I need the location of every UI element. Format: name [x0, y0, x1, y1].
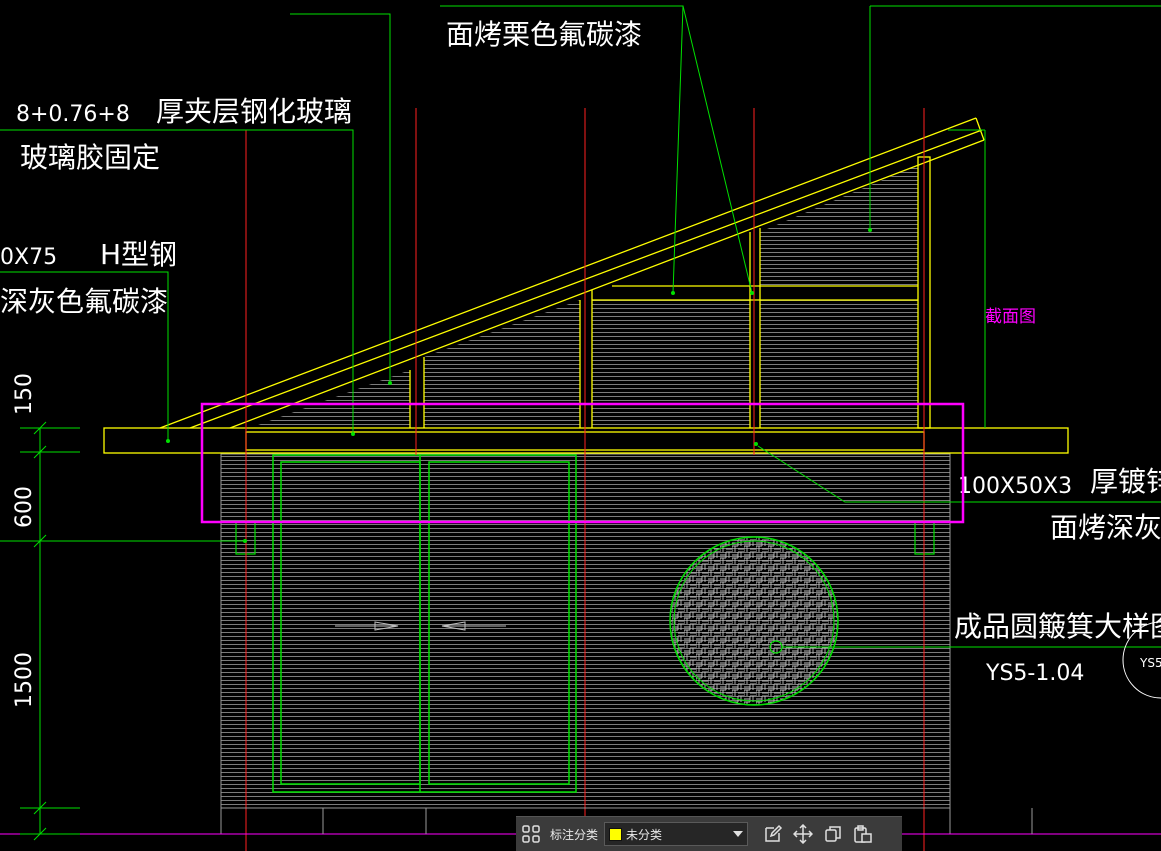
roof-structure	[103, 117, 1069, 454]
move-icon	[793, 824, 814, 844]
paste-button[interactable]	[848, 819, 878, 849]
annotation-text: 面烤栗色氟碳漆 8+0.76+8 厚夹层钢化玻璃 玻璃胶固定 0X75 H型钢 …	[0, 18, 1161, 686]
label-pipe-size: 100X50X3	[958, 474, 1072, 499]
label-glass-fix: 玻璃胶固定	[20, 141, 160, 174]
label-steel-finish: 深灰色氟碳漆	[0, 285, 168, 318]
round-vent	[669, 536, 1161, 706]
label-section: 截面图	[985, 307, 1036, 327]
selection-rectangle[interactable]	[200, 402, 965, 524]
edit-icon	[765, 824, 783, 842]
annotation-toolbar: 标注分类 未分类	[516, 816, 902, 851]
sliding-door	[272, 454, 577, 793]
leader-lines	[0, 5, 1161, 542]
move-button[interactable]	[788, 819, 818, 849]
paste-icon	[854, 825, 872, 843]
copy-button[interactable]	[818, 819, 848, 849]
category-label: 标注分类	[550, 827, 599, 842]
dim-1500: 1500	[12, 652, 37, 708]
label-circle-ref: YS5-1.04	[985, 661, 1084, 686]
dim-150: 150	[12, 373, 37, 415]
chevron-down-icon	[733, 831, 744, 837]
dimension-chain	[20, 421, 80, 841]
label-pipe-name: 厚镀锌	[1090, 465, 1161, 498]
detail-callout-circle	[1122, 621, 1161, 699]
label-top-finish: 面烤栗色氟碳漆	[446, 18, 642, 51]
category-select[interactable]: 未分类	[604, 822, 749, 846]
label-circle-name: 成品圆簸箕大样图	[954, 610, 1161, 643]
label-circle-ref-short: YS5	[1139, 656, 1161, 670]
label-steel-size: 0X75	[0, 245, 57, 270]
door-arrows	[335, 621, 506, 631]
grid-button[interactable]	[516, 819, 546, 849]
grid-icon	[522, 825, 540, 843]
label-pipe-finish: 面烤深灰色	[1050, 511, 1161, 544]
label-steel-type: H型钢	[100, 238, 177, 271]
edit-button[interactable]	[758, 819, 788, 849]
label-glass-spec: 8+0.76+8	[16, 102, 130, 127]
leader-dots	[166, 228, 872, 543]
axis-lines	[245, 108, 925, 851]
dim-600: 600	[12, 486, 37, 528]
label-glass-name: 厚夹层钢化玻璃	[156, 95, 352, 128]
category-swatch	[609, 827, 623, 841]
dimension-labels: 150 600 1500	[12, 373, 37, 708]
category-value: 未分类	[626, 827, 663, 842]
copy-icon	[825, 826, 841, 842]
